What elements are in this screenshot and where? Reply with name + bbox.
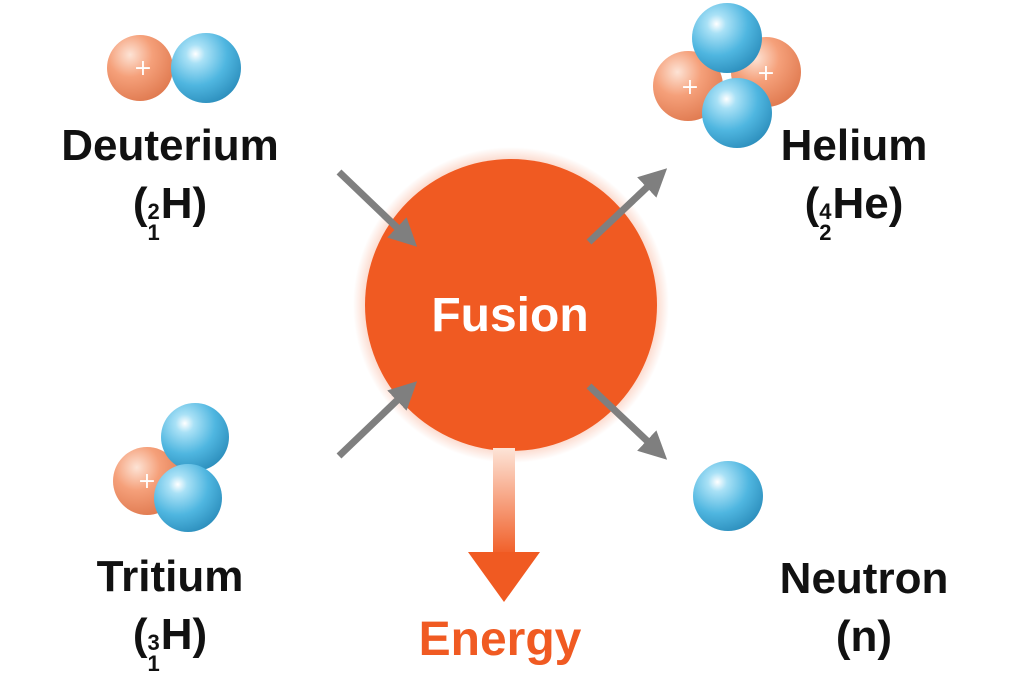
helium-nucleus: + + — [653, 3, 801, 148]
tritium-nucleus: + — [113, 403, 229, 532]
free-neutron — [693, 461, 763, 531]
neutron-symbol: (n) — [835, 612, 893, 661]
energy-arrow — [468, 448, 540, 602]
fusion-label: Fusion — [431, 289, 589, 342]
deuterium-name: Deuterium — [61, 121, 279, 170]
neutron — [171, 33, 241, 103]
proton-sign: + — [681, 75, 699, 100]
energy-label: Energy — [418, 613, 582, 666]
neutron — [692, 3, 762, 73]
neutron — [693, 461, 763, 531]
proton-sign: + — [134, 56, 152, 81]
proton-sign: + — [138, 469, 156, 494]
neutron-label: Neutron (n) — [754, 557, 974, 659]
fusion-core — [353, 147, 669, 463]
proton — [107, 35, 173, 101]
helium-name: Helium — [780, 121, 928, 170]
arrow-tritium-in — [336, 381, 418, 459]
reaction-arrows — [336, 168, 668, 460]
tritium-name: Tritium — [96, 552, 244, 601]
proton-sign: + — [757, 61, 775, 86]
arrow-neutron-out — [586, 383, 668, 460]
deuterium-nucleus: + — [107, 33, 241, 103]
neutron — [161, 403, 229, 471]
neutron-name: Neutron — [779, 554, 949, 603]
neutron — [702, 78, 772, 148]
neutron — [154, 464, 222, 532]
fusion-circle — [365, 159, 657, 451]
arrow-helium-out — [586, 168, 668, 245]
arrow-deuterium-in — [336, 169, 418, 247]
